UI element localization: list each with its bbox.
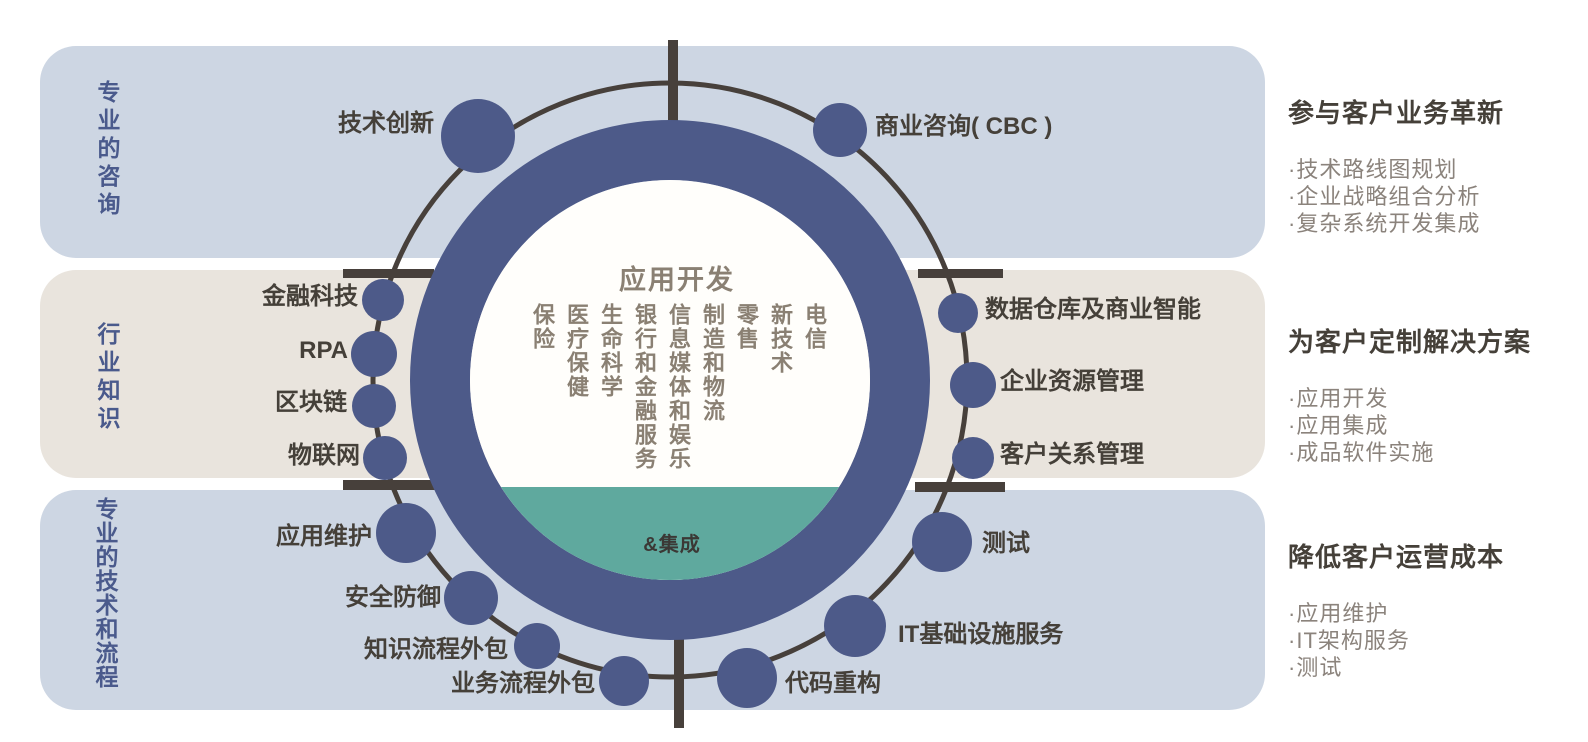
node-dot-tech-innovation [441,99,515,173]
node-label-it-infrastructure: IT基础设施服务 [898,621,1064,648]
node-dot-business-consulting-cbc [813,103,867,157]
panel-bullets: ·技术路线图规划 ·企业战略组合分析 ·复杂系统开发集成 [1288,156,1578,237]
node-label-kpo: 知识流程外包 [364,636,508,663]
node-label-erp: 企业资源管理 [1000,368,1144,395]
node-dot-data-warehouse-bi [938,293,978,333]
center-title: 应用开发 [619,265,735,295]
band-label-professional-consulting: 专业的咨询 [94,80,120,220]
industry-item: 信息媒体和娱乐 [666,303,691,471]
panel-title: 降低客户运营成本 [1288,542,1505,572]
node-dot-rpa [351,331,397,377]
band-label-professional-tech-process: 专业的技术和流程 [92,497,118,689]
node-label-tech-innovation: 技术创新 [338,110,434,137]
industry-list: 电信 新技术 零售 制造和物流 信息媒体和娱乐 银行和金融服务 生命科学 医疗保… [491,303,831,553]
node-dot-fintech [362,279,404,321]
panel-bullet: ·应用集成 [1288,413,1389,438]
node-label-blockchain: 区块链 [275,389,347,416]
industry-item: 新技术 [768,303,793,375]
node-dot-security-defense [444,571,498,625]
panel-bullets: ·应用维护 ·IT架构服务 ·测试 [1288,600,1578,681]
industry-item: 生命科学 [598,303,623,399]
panel-title: 为客户定制解决方案 [1288,327,1532,357]
node-dot-crm [952,437,994,479]
industry-item: 制造和物流 [700,303,725,423]
industry-item: 零售 [734,303,759,351]
panel-custom-solutions: 为客户定制解决方案 ·应用开发 ·应用集成 ·成品软件实施 [1288,322,1578,466]
industry-item: 银行和金融服务 [632,303,657,471]
divider-bar-right-top [918,269,1003,278]
node-label-crm: 客户关系管理 [1000,441,1144,468]
divider-bar-left-top [343,269,434,278]
divider-bar-left-bottom [343,480,437,490]
panel-title: 参与客户业务革新 [1288,98,1505,128]
band-label-industry-knowledge: 行业知识 [94,322,120,434]
node-dot-testing [912,512,972,572]
node-label-testing: 测试 [982,530,1030,557]
panel-bullet: ·成品软件实施 [1288,440,1435,465]
panel-cost-reduction: 降低客户运营成本 ·应用维护 ·IT架构服务 ·测试 [1288,537,1578,681]
divider-bar-right-bottom [915,482,1005,492]
panel-business-innovation: 参与客户业务革新 ·技术路线图规划 ·企业战略组合分析 ·复杂系统开发集成 [1288,93,1578,237]
node-dot-kpo [514,623,560,669]
panel-bullet: ·应用开发 [1288,386,1389,411]
node-label-iot: 物联网 [288,442,360,469]
industry-item: 保险 [530,303,555,351]
node-label-security-defense: 安全防御 [345,584,441,611]
panel-bullet: ·应用维护 [1288,601,1389,626]
node-label-rpa: RPA [299,337,348,364]
integration-segment [501,487,839,581]
panel-bullet: ·测试 [1288,655,1343,680]
panel-bullet: ·复杂系统开发集成 [1288,211,1481,236]
axis-bar-bottom [674,636,684,728]
node-dot-iot [363,436,407,480]
panel-bullet: ·技术路线图规划 [1288,157,1458,182]
panel-bullet: ·IT架构服务 [1288,628,1410,653]
node-label-business-consulting-cbc: 商业咨询( CBC ) [875,113,1053,140]
node-dot-code-refactoring [717,648,777,708]
node-label-bpo: 业务流程外包 [451,670,595,697]
node-dot-it-infrastructure [824,595,886,657]
node-dot-blockchain [352,384,396,428]
node-label-app-maintenance: 应用维护 [276,523,372,550]
services-ring [410,120,930,640]
node-label-code-refactoring: 代码重构 [785,670,881,697]
panel-bullets: ·应用开发 ·应用集成 ·成品软件实施 [1288,385,1578,466]
node-dot-app-maintenance [376,503,436,563]
node-label-data-warehouse-bi: 数据仓库及商业智能 [985,296,1201,323]
axis-bar-top [668,40,678,124]
node-dot-erp [950,362,996,408]
node-dot-bpo [599,656,649,706]
inner-circle [470,180,870,580]
node-label-fintech: 金融科技 [262,283,358,310]
panel-bullet: ·企业战略组合分析 [1288,184,1481,209]
industry-item: 医疗保健 [564,303,589,399]
integration-label: &集成 [643,534,701,556]
industry-item: 电信 [802,303,827,351]
